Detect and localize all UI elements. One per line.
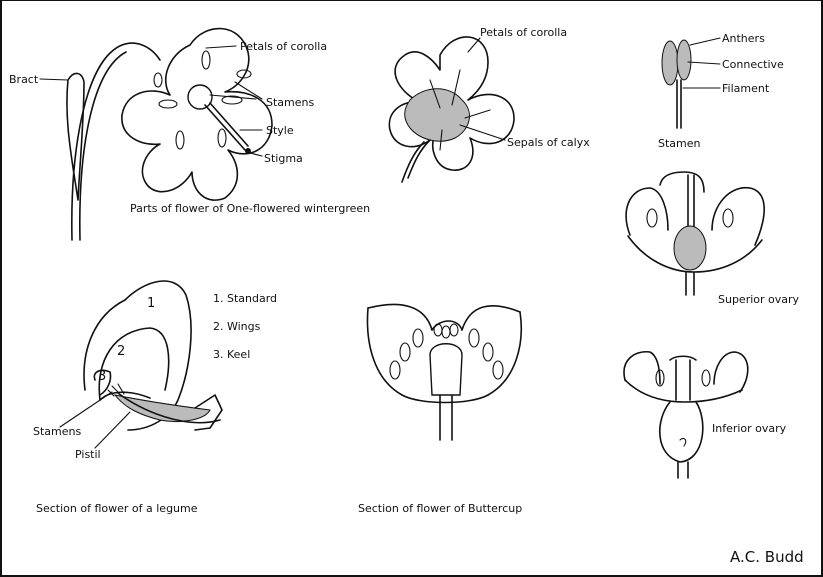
leader-sepals — [460, 125, 505, 140]
label-anthers: Anthers — [722, 32, 765, 45]
wintergreen-leaders — [40, 46, 262, 156]
label-bract: Bract — [9, 73, 39, 86]
caption-inferior-ovary: Inferior ovary — [712, 422, 787, 435]
caption-stamen: Stamen — [658, 137, 701, 150]
label-sepals-of-calyx: Sepals of calyx — [507, 136, 590, 149]
caption-legume: Section of flower of a legume — [36, 502, 198, 515]
legend-standard: 1. Standard — [213, 292, 277, 305]
wintergreen-flower-back — [389, 37, 514, 182]
buttercup-section-drawing — [367, 304, 521, 440]
label-style: Style — [266, 124, 294, 137]
signature: A.C. Budd — [730, 548, 804, 566]
label-stamens-wintergreen: Stamens — [266, 96, 314, 109]
leader-petals-2 — [468, 38, 480, 52]
caption-wintergreen: Parts of flower of One-flowered wintergr… — [130, 202, 370, 215]
caption-superior-ovary: Superior ovary — [718, 293, 800, 306]
legume-number-3: 3 — [98, 369, 106, 384]
label-petals-of-corolla-2: Petals of corolla — [480, 26, 567, 39]
legume-section-drawing — [60, 281, 222, 448]
label-stamens-legume: Stamens — [33, 425, 81, 438]
label-stigma: Stigma — [264, 152, 303, 165]
caption-buttercup: Section of flower of Buttercup — [358, 502, 522, 515]
label-connective: Connective — [722, 58, 784, 71]
legend-wings: 2. Wings — [213, 320, 261, 333]
stamen-detail — [662, 38, 720, 128]
legume-number-1: 1 — [147, 296, 155, 311]
legume-number-2: 2 — [117, 344, 125, 359]
label-filament: Filament — [722, 82, 770, 95]
legend-keel: 3. Keel — [213, 348, 250, 361]
inferior-ovary-drawing — [624, 352, 748, 478]
label-pistil: Pistil — [75, 448, 101, 461]
superior-ovary-drawing — [626, 172, 764, 295]
label-petals-of-corolla-1: Petals of corolla — [240, 40, 327, 53]
